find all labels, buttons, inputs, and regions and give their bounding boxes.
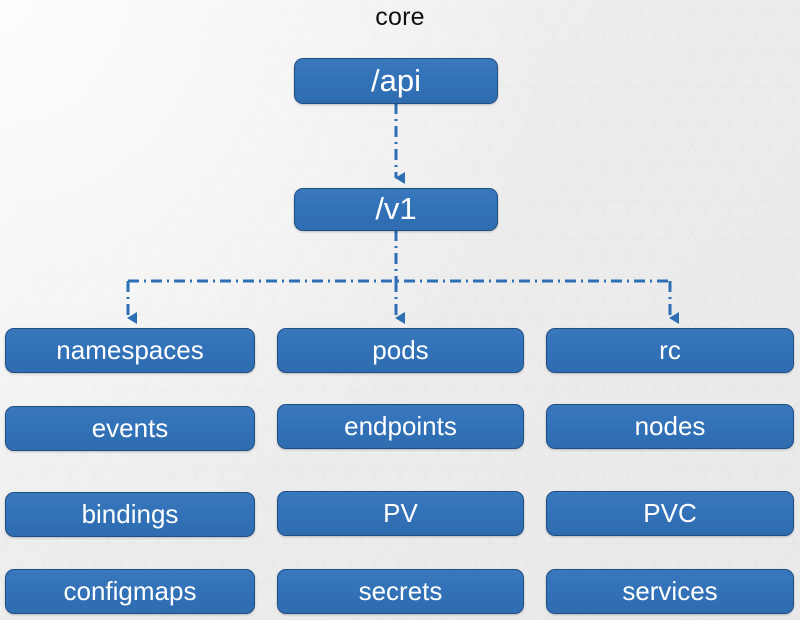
node-pods[interactable]: pods: [277, 328, 524, 373]
connector-v1-to-bus: [128, 230, 670, 283]
node-events[interactable]: events: [5, 406, 255, 451]
node-services[interactable]: services: [546, 569, 794, 614]
node-v1[interactable]: /v1: [294, 188, 498, 231]
node-v1-label: /v1: [375, 191, 417, 226]
node-configmaps-label: configmaps: [63, 575, 197, 606]
node-configmaps[interactable]: configmaps: [5, 569, 255, 614]
node-events-label: events: [91, 412, 169, 443]
node-pvc-label: PVC: [643, 497, 697, 528]
node-pv[interactable]: PV: [277, 491, 524, 536]
node-endpoints[interactable]: endpoints: [277, 404, 524, 449]
node-bindings[interactable]: bindings: [5, 492, 255, 537]
node-pods-label: pods: [372, 334, 429, 365]
node-endpoints-label: endpoints: [344, 410, 457, 441]
node-services-label: services: [622, 575, 718, 606]
node-pvc[interactable]: PVC: [546, 491, 794, 536]
node-secrets-label: secrets: [358, 575, 443, 606]
diagram-title: core: [375, 3, 425, 31]
node-namespaces-label: namespaces: [56, 334, 204, 365]
node-bindings-label: bindings: [81, 498, 179, 529]
node-api[interactable]: /api: [294, 58, 498, 104]
node-rc[interactable]: rc: [546, 328, 794, 373]
node-api-label: /api: [371, 62, 421, 98]
node-namespaces[interactable]: namespaces: [5, 328, 255, 373]
node-nodes[interactable]: nodes: [546, 404, 794, 449]
node-secrets[interactable]: secrets: [277, 569, 524, 614]
node-rc-label: rc: [659, 334, 681, 365]
node-pv-label: PV: [383, 497, 418, 528]
node-nodes-label: nodes: [634, 410, 706, 441]
